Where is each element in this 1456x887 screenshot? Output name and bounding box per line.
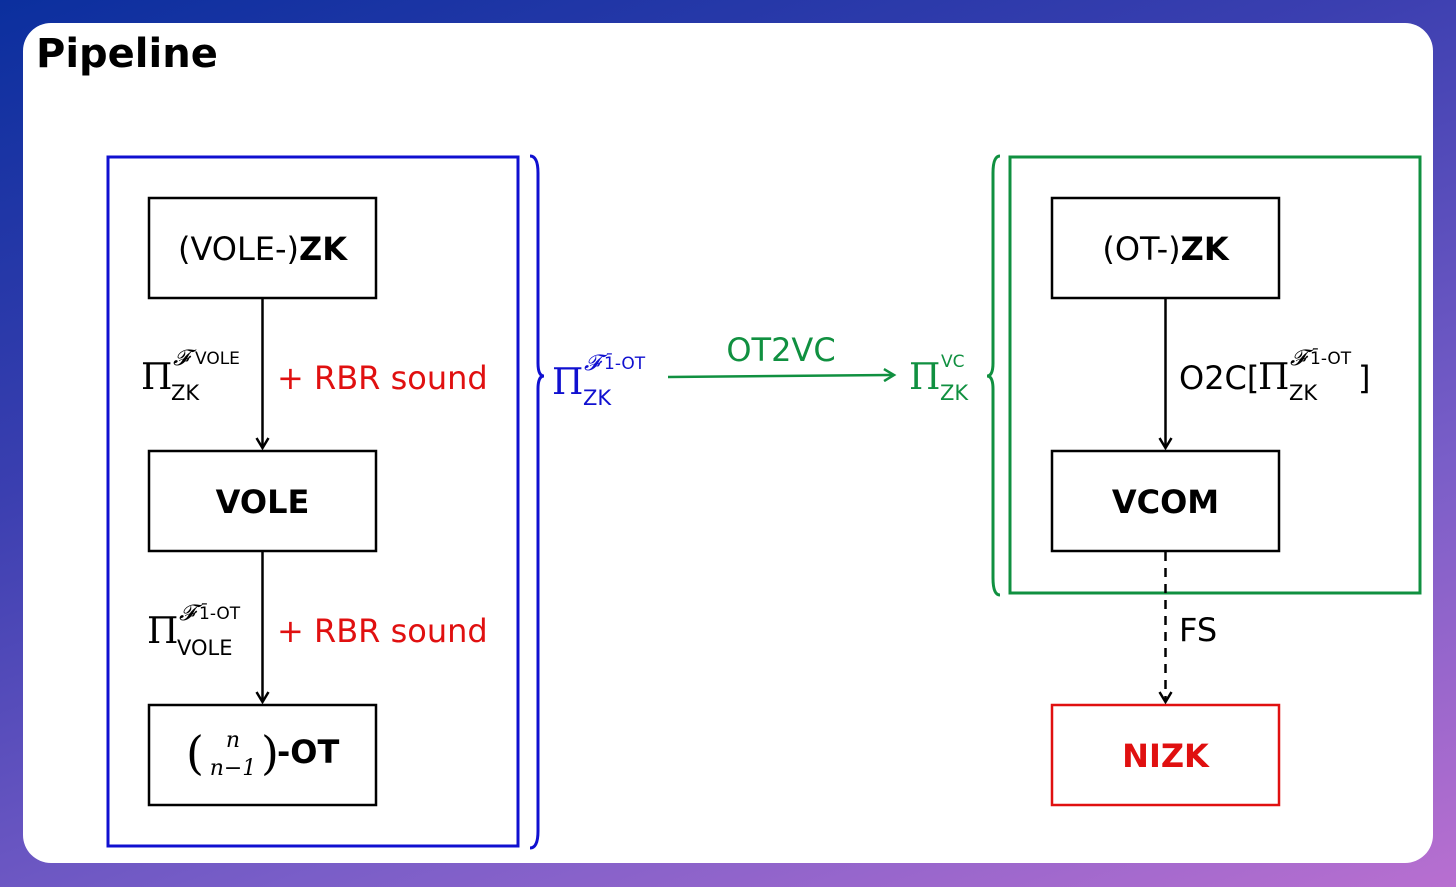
vc-sup: VC (941, 352, 965, 372)
node-ot-label: -OT (277, 733, 339, 771)
brace-sup: 1̄-OT (604, 352, 646, 374)
edge2-pi: Π (147, 611, 178, 652)
node-vole-zk-bold: ZK (299, 230, 348, 268)
edge2-sup: 1̄-OT (199, 602, 241, 624)
node-ot-zk-bold: ZK (1181, 230, 1230, 268)
o2c-label: O2C[ Π 𝓕 1̄-OT ZK ] (1179, 346, 1370, 405)
left-brace-label: Π 𝓕 1̄-OT ZK (552, 351, 646, 410)
o2c-pi: Π (1258, 357, 1289, 398)
node-vole-zk: (VOLE-)ZK (147, 196, 378, 300)
fs-label: FS (1179, 611, 1217, 649)
brace-pi: Π (552, 362, 583, 403)
diagram-card: Pipeline (VOLE-)ZK VOLE ( n (23, 23, 1433, 863)
svg-text:(VOLE-)ZK: (VOLE-)ZK (178, 230, 348, 268)
binom-left-paren: ( (186, 726, 204, 780)
right-group-brace (986, 154, 1001, 597)
o2c-sup: 1̄-OT (1310, 347, 1352, 369)
edge1-pi: Π (141, 357, 172, 398)
edge1-sup-f: 𝓕 (173, 346, 197, 371)
node-nizk: NIZK (1050, 703, 1281, 807)
o2c-sub: ZK (1289, 381, 1318, 405)
binom-right-paren: ) (261, 726, 279, 780)
vc-sub: ZK (940, 381, 969, 405)
o2c-prefix: O2C[ (1179, 359, 1259, 397)
node-vole: VOLE (147, 449, 378, 553)
pipeline-diagram: (VOLE-)ZK VOLE ( n n−1 ) -OT Π 𝓕 VOLE ZK… (106, 154, 1422, 850)
node-ot-zk: (OT-)ZK (1050, 196, 1281, 300)
edge1-sub: ZK (171, 381, 200, 405)
binom-bottom: n−1 (210, 756, 257, 781)
left-group-brace (529, 154, 545, 850)
edge1-rbr-sound: + RBR sound (277, 359, 488, 397)
edge2-sub: VOLE (177, 636, 233, 660)
ot2vc-arrow (667, 375, 893, 377)
node-vcom: VCOM (1050, 449, 1281, 553)
node-nizk-label: NIZK (1122, 737, 1210, 775)
edge1-sup: VOLE (195, 349, 240, 369)
svg-text:(OT-)ZK: (OT-)ZK (1102, 230, 1230, 268)
left-group-frame (106, 155, 520, 848)
edge2-label: Π 𝓕 1̄-OT VOLE + RBR sound (147, 601, 488, 660)
brace-sub: ZK (583, 386, 612, 410)
node-ot-zk-prefix: (OT-) (1102, 230, 1180, 268)
vc-target-label: Π VC ZK (909, 352, 969, 405)
binom-top: n (226, 728, 240, 753)
node-vole-label: VOLE (216, 483, 310, 521)
node-vole-zk-prefix: (VOLE-) (178, 230, 299, 268)
o2c-suffix: ] (1358, 359, 1370, 397)
vc-pi: Π (909, 357, 940, 398)
node-vcom-label: VCOM (1112, 483, 1219, 521)
page-title: Pipeline (36, 31, 218, 77)
right-group-frame (1008, 155, 1422, 595)
edge1-label: Π 𝓕 VOLE ZK + RBR sound (141, 346, 488, 405)
ot2vc-label: OT2VC (726, 331, 835, 369)
edge2-rbr-sound: + RBR sound (277, 612, 488, 650)
node-ot: ( n n−1 ) -OT (147, 703, 378, 807)
